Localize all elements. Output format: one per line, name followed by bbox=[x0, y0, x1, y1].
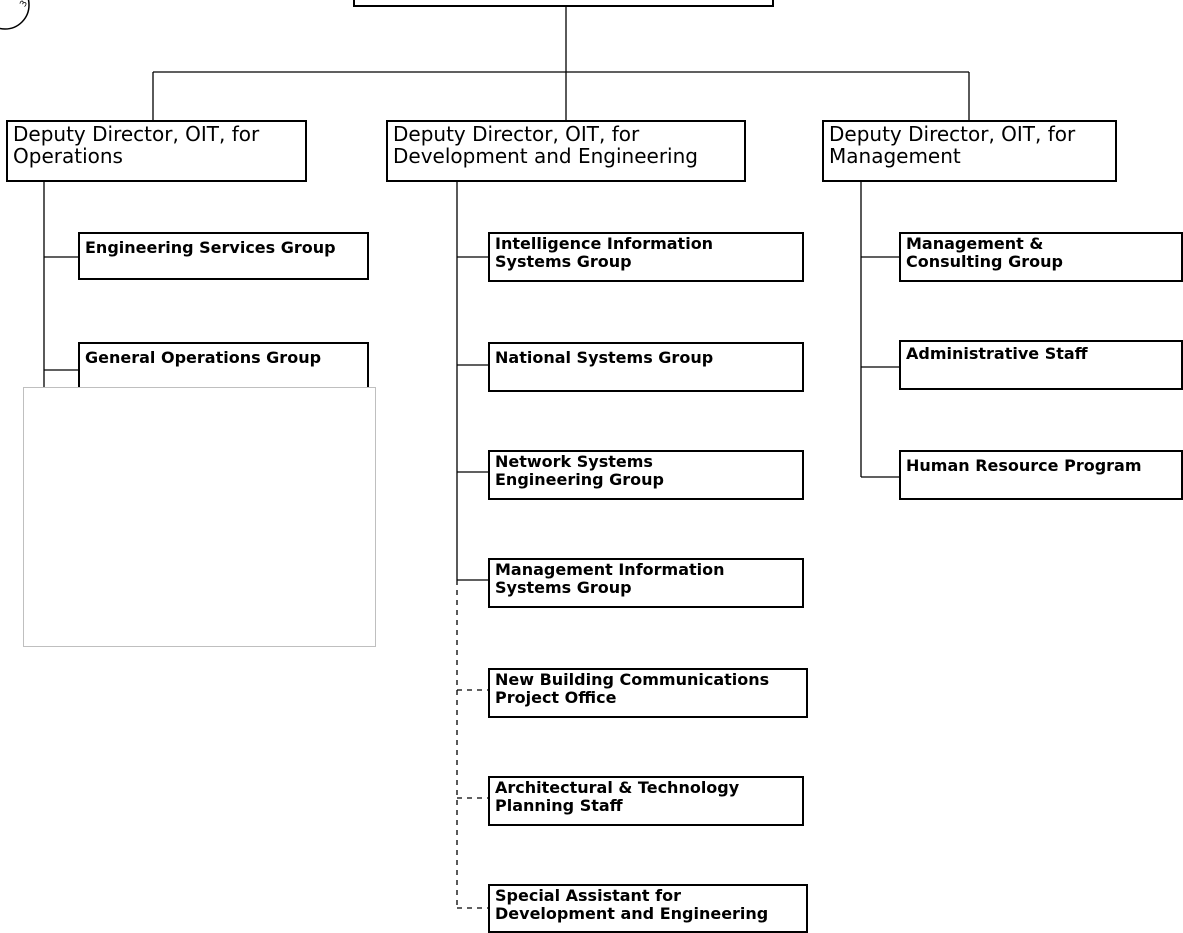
special-assistant-development-engineering-box: Special Assistant for Development and En… bbox=[488, 884, 808, 933]
box-text-line: Management Information bbox=[495, 560, 725, 579]
box-text-line: Consulting Group bbox=[906, 251, 1063, 271]
box-text-line: Development and Engineering bbox=[393, 144, 698, 168]
seal-stamp-icon: 3 bbox=[0, 0, 31, 30]
box-text-line: Special Assistant for bbox=[495, 886, 681, 905]
box-text-line: Engineering Group bbox=[495, 469, 664, 489]
redacted-area bbox=[23, 387, 376, 647]
management-information-systems-group-box: Management Information Systems Group bbox=[488, 558, 804, 608]
box-text-line: Management & bbox=[906, 234, 1044, 253]
intelligence-information-systems-group-box: Intelligence Information Systems Group bbox=[488, 232, 804, 282]
administrative-staff-box: Administrative Staff bbox=[899, 340, 1183, 390]
network-systems-engineering-group-box: Network Systems Engineering Group bbox=[488, 450, 804, 500]
deputy-director-management-box: Deputy Director, OIT, for Management bbox=[822, 120, 1117, 182]
box-text-line: Human Resource Program bbox=[906, 456, 1142, 475]
general-operations-group-box: General Operations Group bbox=[78, 342, 369, 390]
engineering-services-group-box: Engineering Services Group bbox=[78, 232, 369, 280]
box-text-line: National Systems Group bbox=[495, 348, 714, 367]
box-text-line: Deputy Director, OIT, for bbox=[829, 122, 1076, 146]
box-text-line: Intelligence Information bbox=[495, 234, 714, 253]
box-text-line: Development and Engineering bbox=[495, 903, 769, 923]
box-text-line: Operations bbox=[13, 144, 123, 168]
box-text-line: Management bbox=[829, 144, 961, 168]
box-text-line: Network Systems bbox=[495, 452, 653, 471]
box-text-line: Engineering Services Group bbox=[85, 238, 336, 257]
management-consulting-group-box: Management & Consulting Group bbox=[899, 232, 1183, 282]
svg-text:3: 3 bbox=[19, 0, 31, 9]
deputy-director-operations-box: Deputy Director, OIT, for Operations bbox=[6, 120, 307, 182]
deputy-director-development-box: Deputy Director, OIT, for Development an… bbox=[386, 120, 746, 182]
box-text-line: Systems Group bbox=[495, 577, 632, 597]
architectural-technology-planning-staff-box: Architectural & Technology Planning Staf… bbox=[488, 776, 804, 826]
national-systems-group-box: National Systems Group bbox=[488, 342, 804, 392]
box-text-line: Administrative Staff bbox=[906, 344, 1088, 363]
box-text-line: Deputy Director, OIT, for bbox=[13, 122, 260, 146]
new-building-communications-project-office-box: New Building Communications Project Offi… bbox=[488, 668, 808, 718]
box-text-line: Planning Staff bbox=[495, 795, 623, 815]
box-text-line: Deputy Director, OIT, for bbox=[393, 122, 640, 146]
box-text-line: Systems Group bbox=[495, 251, 632, 271]
box-text-line: Architectural & Technology bbox=[495, 778, 740, 797]
box-text-line: Project Office bbox=[495, 687, 617, 707]
box-text-line: New Building Communications bbox=[495, 670, 770, 689]
human-resource-program-box: Human Resource Program bbox=[899, 450, 1183, 500]
box-text-line: General Operations Group bbox=[85, 348, 322, 367]
